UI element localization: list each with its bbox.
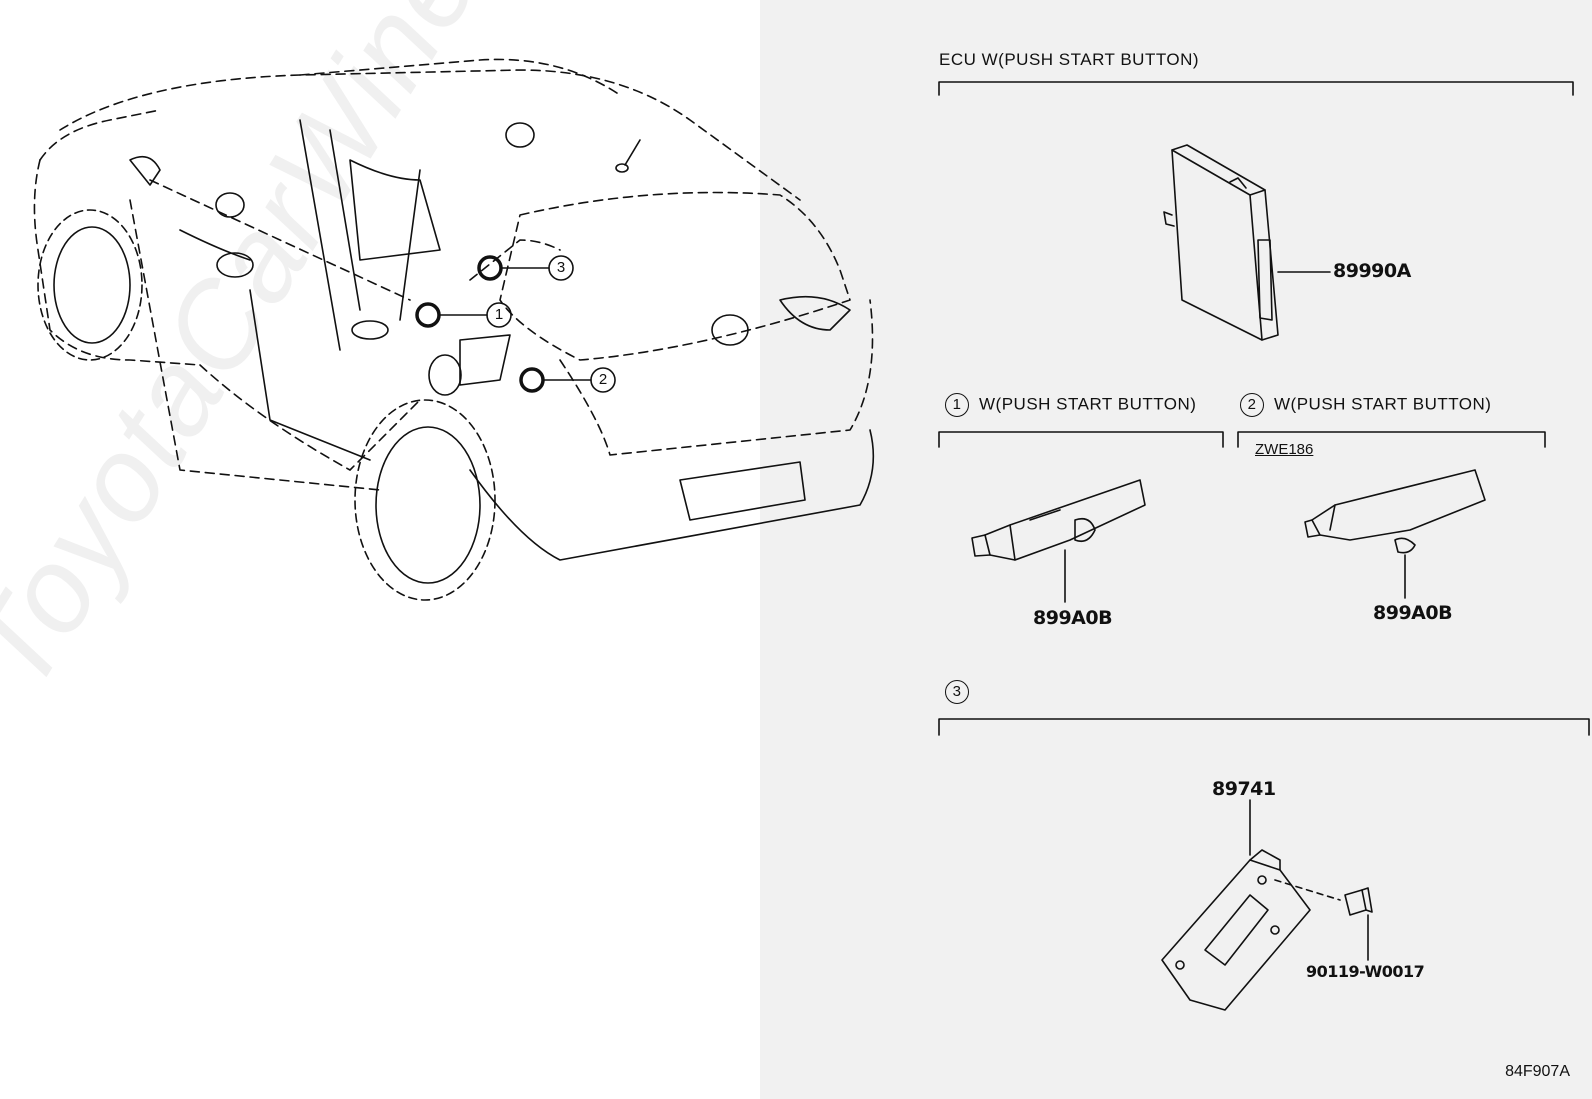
- s2-sensor-drawing: [1304, 469, 1486, 599]
- s3-bracket-part-number[interactable]: 89741: [1212, 778, 1276, 800]
- s2-callout-number: 2: [1240, 393, 1264, 417]
- s1-section-label: W(PUSH START BUTTON): [979, 394, 1197, 414]
- s2-section-label: W(PUSH START BUTTON): [1274, 394, 1492, 414]
- car-callout-3: 3: [556, 259, 566, 276]
- s1-sensor-drawing: [971, 479, 1146, 603]
- s1-callout-number: 1: [945, 393, 969, 417]
- s2-bracket: [1237, 431, 1546, 448]
- ecu-part-number[interactable]: 89990A: [1333, 260, 1411, 282]
- s2-part-number[interactable]: 899A0B: [1373, 602, 1453, 624]
- s1-bracket: [938, 431, 1224, 448]
- ecu-section-title: ECU W(PUSH START BUTTON): [939, 50, 1200, 69]
- car-illustration: [33, 58, 875, 601]
- s3-bolt-part-number[interactable]: 90119-W0017: [1306, 962, 1425, 981]
- car-callout-1: 1: [494, 306, 504, 323]
- s3-bracket: [938, 718, 1590, 736]
- s3-section-title: 3: [945, 680, 979, 704]
- ecu-drawing: [1163, 144, 1331, 341]
- s1-part-number[interactable]: 899A0B: [1033, 607, 1113, 629]
- s3-callout-number: 3: [945, 680, 969, 704]
- diagram-id: 84F907A: [1505, 1063, 1570, 1080]
- s3-bracket-drawing: [1161, 799, 1373, 1011]
- s2-model-code: ZWE186: [1255, 441, 1314, 458]
- s1-section-title: 1 W(PUSH START BUTTON): [945, 393, 1196, 417]
- ecu-bracket: [938, 81, 1574, 96]
- s2-section-title: 2 W(PUSH START BUTTON): [1240, 393, 1491, 417]
- parts-panel: [760, 0, 1592, 1099]
- car-callout-2: 2: [598, 371, 608, 388]
